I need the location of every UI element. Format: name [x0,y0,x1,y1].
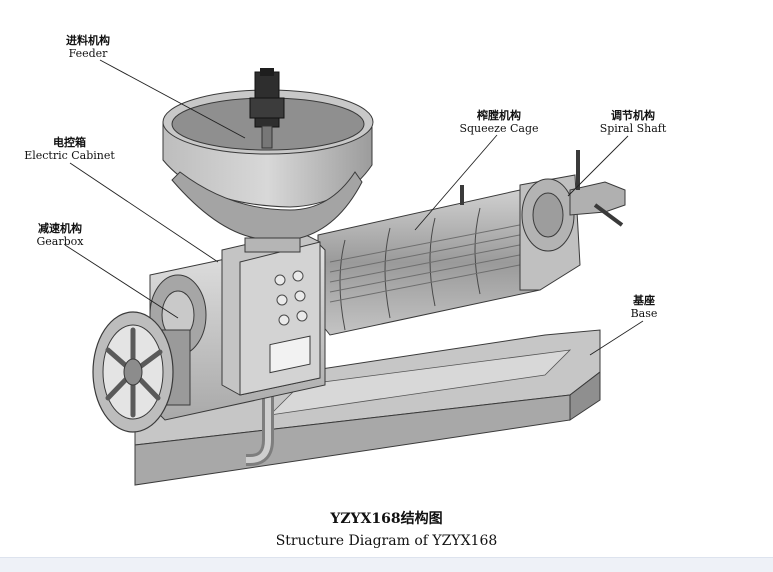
label-gearbox-en: Gearbox [36,235,84,248]
label-cabinet-zh: 电控箱 [53,136,86,149]
label-feeder-en: Feeder [68,47,108,60]
label-gearbox: 减速机构 Gearbox [30,222,90,248]
label-base: 基座 Base [622,294,666,320]
label-spiral-shaft: 调节机构 Spiral Shaft [598,109,668,135]
label-feeder: 进料机构 Feeder [58,34,118,60]
label-feeder-zh: 进料机构 [66,34,110,47]
oil-pipe [246,395,274,466]
diagram-caption: YZYX168结构图 Structure Diagram of YZYX168 [0,508,773,552]
label-base-zh: 基座 [633,294,655,307]
label-squeeze-cage: 榨膛机构 Squeeze Cage [458,109,540,135]
caption-en: Structure Diagram of YZYX168 [275,533,498,549]
flywheel [92,311,174,433]
feeder-hopper [162,68,374,253]
label-cage-en: Squeeze Cage [459,122,539,135]
leader-lines [64,59,644,356]
footer-band [0,557,773,572]
label-electric-cabinet: 电控箱 Electric Cabinet [22,136,117,162]
label-cage-zh: 榨膛机构 [477,109,521,122]
squeeze-cage [317,189,541,336]
label-gearbox-zh: 减速机构 [38,222,82,235]
electric-cabinet [221,231,321,396]
base-frame [134,329,601,486]
spiral-shaft-assembly [460,150,626,291]
label-shaft-en: Spiral Shaft [599,122,667,135]
label-base-en: Base [630,307,658,320]
caption-zh: YZYX168结构图 [330,511,443,527]
label-cabinet-en: Electric Cabinet [24,149,115,162]
label-shaft-zh: 调节机构 [611,109,655,122]
